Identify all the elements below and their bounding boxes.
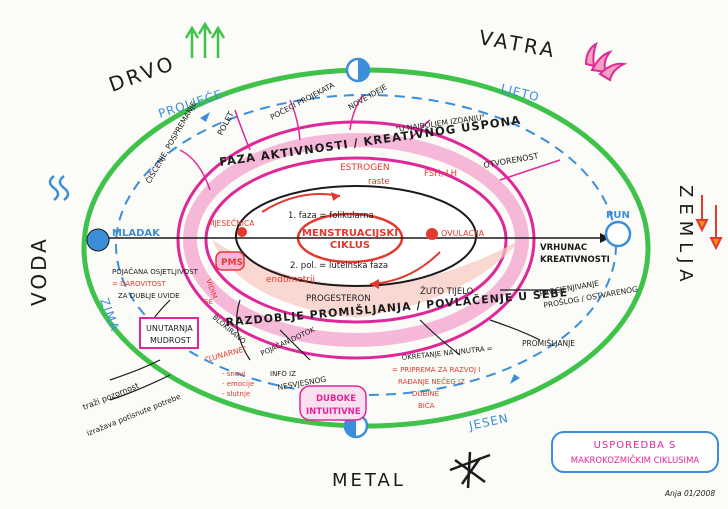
lower-hatch-area	[212, 240, 520, 318]
legend-box	[551, 431, 719, 473]
deep-line2: INTUITIVNE	[306, 407, 361, 417]
ovulation-label: OVULACIJA	[441, 229, 485, 238]
axis-arrow-head	[600, 233, 610, 243]
top-moon-shade	[358, 59, 369, 81]
water-label: VODA	[27, 236, 51, 306]
fire-icon	[584, 41, 628, 82]
fire-label: VATRA	[477, 25, 558, 62]
wisdom-line1: UNUTARNJA	[146, 324, 193, 333]
estrogen-sub-label: raste	[368, 177, 390, 187]
earth-label: ZEMLJA	[675, 185, 696, 288]
inward-line3: RAĐANJE NEČEG IZ	[398, 377, 465, 386]
lunar-line1: "LUNARNE"	[204, 344, 247, 364]
full-moon-label: PUN	[606, 210, 630, 221]
phase1-label: 1. faza = folikularna	[288, 211, 374, 221]
wisdom-line2: MUDROST	[150, 336, 191, 345]
new-moon-label: MLADAK	[112, 228, 161, 239]
legend-line1: USPOREDBA S	[594, 440, 677, 451]
inward-line1: OKRETANJE NA UNUTRA =	[401, 344, 493, 362]
upper-note-lines	[179, 95, 561, 191]
seek-line1: traži pozornost	[81, 381, 140, 412]
fsh-label: FSH, LH	[424, 169, 457, 179]
wood-icon	[184, 21, 226, 58]
earth-icon	[695, 195, 723, 251]
cycle-title-1: MENSTRUACIJSKI	[302, 228, 398, 239]
lunar-line3: - emocije	[222, 380, 254, 388]
menstruation-marker	[237, 227, 247, 237]
menstruation-label: MJESEČNICA	[208, 219, 255, 228]
lunar-line2: - snovi	[222, 370, 245, 378]
insight-line2: INFO IZ	[270, 370, 296, 378]
progesterone-label: PROGESTERON	[306, 294, 371, 304]
magenta-outer-ellipse	[176, 120, 536, 360]
spring-arrow-head	[200, 112, 210, 122]
increased-line2: = DAROVITOST	[112, 280, 166, 288]
upper-note-2: POČECI PROJEKATA	[269, 80, 337, 122]
estrogen-label: ESTROGEN	[340, 163, 390, 173]
metal-icon	[449, 451, 491, 489]
water-icon	[48, 175, 70, 201]
red-arrow-down-head	[370, 279, 379, 289]
endometry-label: endometrij	[266, 275, 315, 285]
signature: Anja 01/2008	[664, 489, 715, 498]
inward-line4: DUBINE	[412, 390, 439, 398]
new-moon-circle	[86, 228, 110, 252]
pms-label: PMS	[221, 258, 243, 268]
withdraw-label: PROMIŠLJANJE	[522, 339, 575, 348]
cycle-ellipse	[235, 185, 477, 287]
winter-label: ZIMA	[97, 296, 122, 333]
deep-intuitive-bubble	[299, 385, 367, 421]
peak-line2: KREATIVNOSTI	[540, 255, 610, 265]
increased-line3: ZA DUBLJE UVIDE	[118, 292, 180, 300]
wood-label: DRVO	[106, 50, 179, 96]
upper-note-5: OTVORENOST	[483, 151, 540, 170]
deep-line1: DUBOKE	[316, 394, 356, 404]
full-moon-circle	[604, 220, 632, 248]
pink-band-ellipse	[183, 133, 529, 347]
pms-bubble	[215, 251, 245, 271]
upper-note-3: NOVE IDEJE	[347, 82, 389, 112]
red-arrow-up-head	[331, 192, 340, 201]
inward-line5: BIĆA	[418, 401, 435, 410]
lunar-line4: - slutnje	[222, 390, 250, 398]
ovulation-marker	[426, 228, 438, 240]
ss-label: SE	[204, 298, 213, 306]
inward-line2: = PRIPREMA ZA RAZVOJ I	[392, 366, 480, 374]
metal-label: METAL	[332, 470, 406, 491]
wisdom-box	[139, 317, 199, 349]
increased-line1: POJAČANA OSJETLJIVOST	[112, 267, 199, 276]
autumn-arrow-head	[510, 374, 520, 384]
legend-line2: MAKROKOZMIČKIM CIKLUSIMA	[571, 454, 700, 466]
phase2-label: 2. pol. = luteinska faza	[290, 261, 388, 271]
corpus-label: ŽUTO TIJELO	[420, 285, 474, 297]
cycle-title-2: CIKLUS	[330, 240, 370, 251]
peak-line1: VRHUNAC	[540, 243, 587, 253]
